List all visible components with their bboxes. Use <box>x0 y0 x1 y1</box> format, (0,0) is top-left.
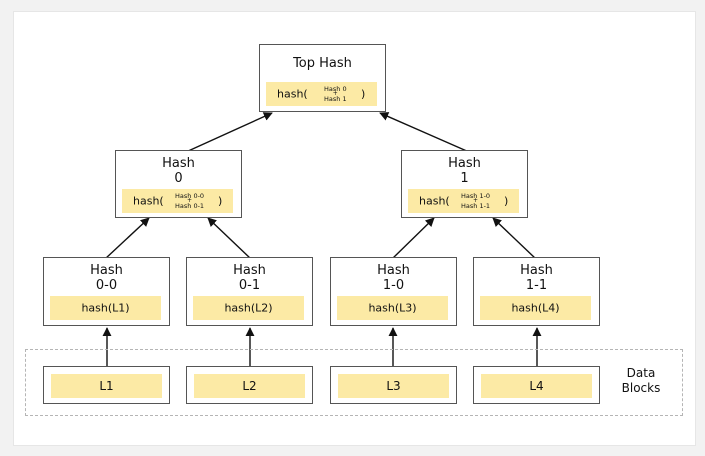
hash-1-0-title: Hash <box>377 263 410 278</box>
top-hash-node: Top Hash hash( Hash 0 + Hash 1 ) <box>259 44 386 112</box>
hash-1-1-sub: 1-1 <box>525 278 548 293</box>
formula-close: ) <box>218 194 223 208</box>
data-block-l3-label: L3 <box>338 374 449 398</box>
hash-1-title: Hash <box>448 156 481 171</box>
arrow-hash1-to-top <box>379 112 470 153</box>
block-text: L2 <box>242 379 257 393</box>
operand-plus: + <box>473 197 479 204</box>
formula-fn: hash( <box>133 194 164 208</box>
operand-a: Hash 0 <box>324 85 347 93</box>
block-text: L4 <box>529 379 544 393</box>
arrow-hash00-to-hash0 <box>104 217 150 260</box>
diagram-canvas: Top Hash hash( Hash 0 + Hash 1 ) Hash 0 … <box>13 11 696 446</box>
hash-1-sub: 1 <box>460 171 469 186</box>
data-block-l1-label: L1 <box>51 374 162 398</box>
hash-1-0-node: Hash 1-0 hash(L3) <box>330 257 457 326</box>
hash-0-0-title: Hash <box>90 263 123 278</box>
hash-0-1-title: Hash <box>233 263 266 278</box>
hash-0-1-node: Hash 0-1 hash(L2) <box>186 257 313 326</box>
data-blocks-label-line2: Blocks <box>621 381 661 395</box>
data-block-l1: L1 <box>43 366 170 404</box>
hash-1-0-sub: 1-0 <box>382 278 405 293</box>
hash-1-formula: hash( Hash 1-0 + Hash 1-1 ) <box>408 189 519 213</box>
hash-1-0-formula: hash(L3) <box>337 296 448 320</box>
formula-fn: hash( <box>277 87 308 101</box>
hash-0-1-sub: 0-1 <box>238 278 261 293</box>
data-block-l4-label: L4 <box>481 374 592 398</box>
hash-0-title: Hash <box>162 156 195 171</box>
arrow-hash10-to-hash1 <box>391 217 435 260</box>
hash-1-1-formula: hash(L4) <box>480 296 591 320</box>
hash-0-0-sub: 0-0 <box>95 278 118 293</box>
operand-plus: + <box>332 90 338 97</box>
formula-fn: hash( <box>419 194 450 208</box>
hash-0-0-formula: hash(L1) <box>50 296 161 320</box>
formula-text: hash(L4) <box>511 301 560 315</box>
hash-0-sub: 0 <box>174 171 183 186</box>
formula-close: ) <box>361 87 366 101</box>
hash-1-1-node: Hash 1-1 hash(L4) <box>473 257 600 326</box>
block-text: L3 <box>386 379 401 393</box>
formula-operands: Hash 1-0 + Hash 1-1 <box>461 192 490 210</box>
data-block-l4: L4 <box>473 366 600 404</box>
hash-0-node: Hash 0 hash( Hash 0-0 + Hash 0-1 ) <box>115 150 242 218</box>
arrow-hash0-to-top <box>185 112 273 153</box>
hash-1-1-title: Hash <box>520 263 553 278</box>
formula-text: hash(L2) <box>224 301 273 315</box>
data-block-l2: L2 <box>186 366 313 404</box>
data-blocks-label: Data Blocks <box>617 366 665 396</box>
top-hash-formula: hash( Hash 0 + Hash 1 ) <box>266 82 377 106</box>
formula-operands: Hash 0 + Hash 1 <box>324 85 347 103</box>
formula-text: hash(L1) <box>81 301 130 315</box>
operand-b: Hash 0-1 <box>175 202 205 210</box>
operand-a: Hash 0-0 <box>175 192 205 200</box>
hash-0-1-formula: hash(L2) <box>193 296 304 320</box>
data-blocks-label-line1: Data <box>626 366 656 380</box>
operand-plus: + <box>187 197 193 204</box>
hash-0-0-node: Hash 0-0 hash(L1) <box>43 257 170 326</box>
operand-b: Hash 1 <box>324 95 347 103</box>
formula-operands: Hash 0-0 + Hash 0-1 <box>175 192 204 210</box>
data-block-l2-label: L2 <box>194 374 305 398</box>
data-blocks-region <box>25 349 683 416</box>
arrow-hash01-to-hash0 <box>207 217 252 260</box>
block-text: L1 <box>99 379 114 393</box>
data-block-l3: L3 <box>330 366 457 404</box>
formula-text: hash(L3) <box>368 301 417 315</box>
hash-0-formula: hash( Hash 0-0 + Hash 0-1 ) <box>122 189 233 213</box>
operand-a: Hash 1-0 <box>461 192 491 200</box>
arrow-hash11-to-hash1 <box>492 217 537 260</box>
operand-b: Hash 1-1 <box>461 202 491 210</box>
top-hash-title: Top Hash <box>293 56 352 71</box>
formula-close: ) <box>504 194 509 208</box>
hash-1-node: Hash 1 hash( Hash 1-0 + Hash 1-1 ) <box>401 150 528 218</box>
